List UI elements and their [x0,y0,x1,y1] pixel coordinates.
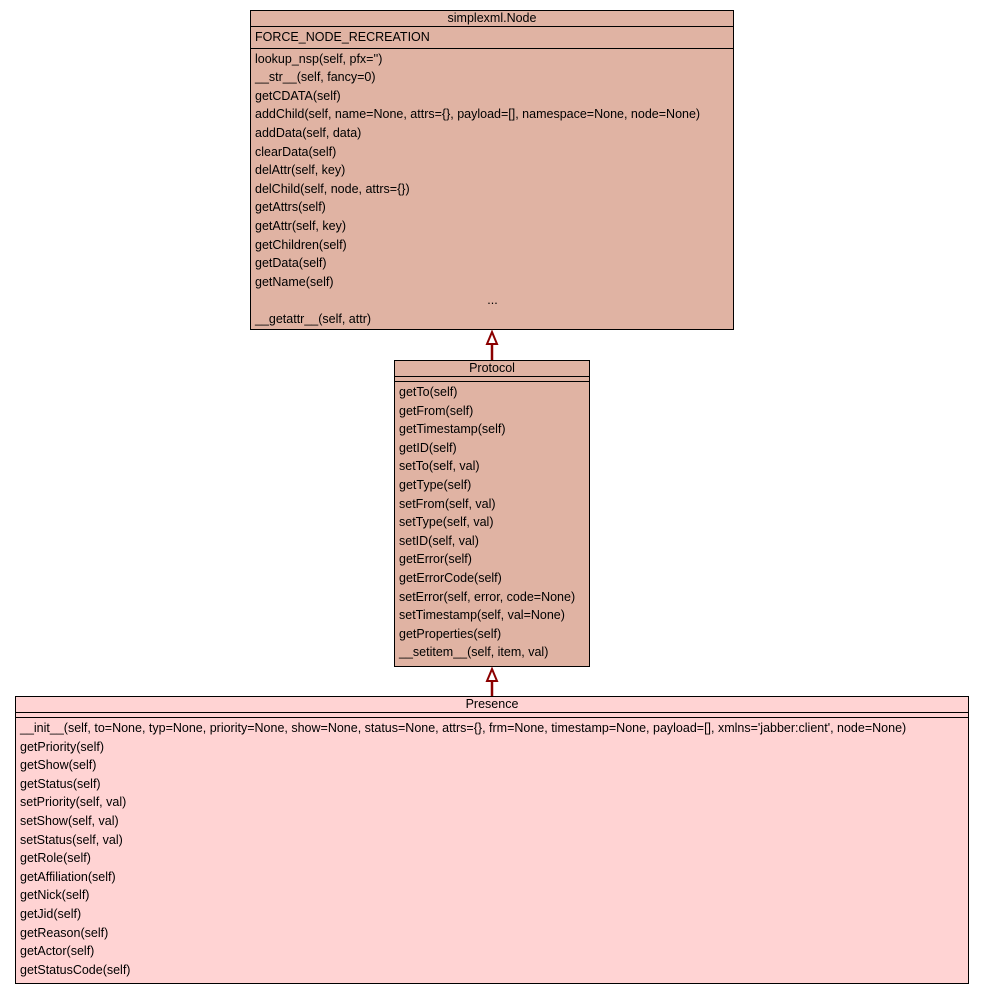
class-name: Protocol [395,361,589,377]
method: getReason(self) [20,925,109,940]
method: getNick(self) [20,888,90,903]
method: setTo(self, val) [399,459,480,474]
class-presence: Presence __init__(self, to=None, typ=Non… [15,696,969,984]
methods-section: __init__(self, to=None, typ=None, priori… [16,718,968,979]
method: getProperties(self) [399,626,502,641]
method: setFrom(self, val) [399,496,496,511]
method: getAttr(self, key) [255,218,346,233]
method: getStatusCode(self) [20,962,131,977]
method: addData(self, data) [255,125,362,140]
method: __getattr__(self, attr) [255,311,372,326]
method: getName(self) [255,274,334,289]
method: getType(self) [399,477,472,492]
class-simplexml-node: simplexml.Node FORCE_NODE_RECREATION loo… [250,10,734,330]
method: addChild(self, name=None, attrs={}, payl… [255,107,701,122]
method: setID(self, val) [399,533,479,548]
method: getAttrs(self) [255,200,326,215]
attributes-section [16,713,968,718]
method: getCDATA(self) [255,88,341,103]
methods-section: getTo(self) getFrom(self) getTimestamp(s… [395,382,589,662]
method: __init__(self, to=None, typ=None, priori… [20,721,907,735]
attributes-section [395,377,589,382]
method: getActor(self) [20,944,95,959]
method: getErrorCode(self) [399,570,502,585]
method: setPriority(self, val) [20,795,127,810]
attributes-section: FORCE_NODE_RECREATION [251,27,733,49]
class-name: Presence [16,697,968,713]
method: getPriority(self) [20,739,105,754]
method: getAffiliation(self) [20,869,116,884]
method: getShow(self) [20,758,97,773]
method: setShow(self, val) [20,813,119,828]
method: __str__(self, fancy=0) [255,70,376,85]
method: lookup_nsp(self, pfx='') [255,51,383,66]
method: getJid(self) [20,906,82,921]
methods-section: lookup_nsp(self, pfx='') __str__(self, f… [251,49,733,329]
method: setError(self, error, code=None) [399,589,576,604]
method: getTimestamp(self) [399,422,506,437]
method: __setitem__(self, item, val) [399,645,549,660]
class-protocol: Protocol getTo(self) getFrom(self) getTi… [394,360,590,667]
attribute: FORCE_NODE_RECREATION [255,30,430,44]
inheritance-arrow-presence-to-protocol [485,666,499,696]
method: clearData(self) [255,144,337,159]
method: getFrom(self) [399,403,474,418]
method: setStatus(self, val) [20,832,123,847]
method: setType(self, val) [399,515,494,530]
method-ellipsis: ... [487,293,498,308]
method: getTo(self) [399,385,458,399]
method: getError(self) [399,552,472,567]
method: delChild(self, node, attrs={}) [255,181,410,196]
method: getChildren(self) [255,237,347,252]
method: delAttr(self, key) [255,163,346,178]
method: getStatus(self) [20,776,101,791]
method: getData(self) [255,256,327,271]
method: getID(self) [399,440,457,455]
method: getRole(self) [20,851,91,866]
method: setTimestamp(self, val=None) [399,608,565,623]
inheritance-arrow-protocol-to-node [485,329,499,360]
class-name: simplexml.Node [251,11,733,27]
